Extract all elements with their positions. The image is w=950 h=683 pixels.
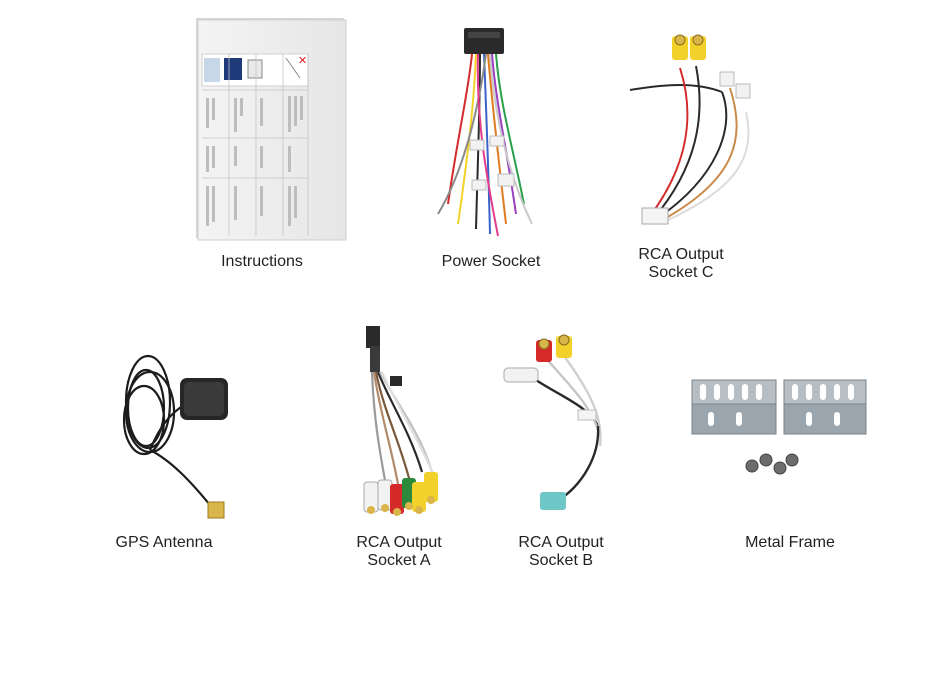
metal-frame-label: Metal Frame [712, 534, 868, 552]
power-socket-label: Power Socket [410, 253, 572, 271]
gps-antenna-label-text: GPS Antenna [115, 534, 213, 551]
power-socket-harness-image [428, 24, 548, 244]
rca-output-socket-a-label: RCA Output Socket A [324, 534, 474, 570]
instructions-booklet-image: ✕ [196, 18, 348, 242]
gps-antenna-image [110, 350, 240, 525]
rca-a-line2: Socket A [367, 552, 431, 569]
svg-text:✕: ✕ [298, 54, 307, 67]
power-socket-label-text: Power Socket [441, 253, 541, 270]
gps-antenna-label: GPS Antenna [86, 534, 242, 552]
rca-output-socket-b-image [500, 326, 622, 518]
rca-b-line2: Socket B [528, 552, 594, 569]
rca-c-line1: RCA Output [638, 246, 724, 263]
instructions-label-text: Instructions [221, 253, 303, 270]
rca-output-socket-c-label: RCA Output Socket C [606, 246, 756, 282]
rca-b-line1: RCA Output [518, 534, 604, 551]
instructions-label: Instructions [182, 253, 342, 271]
metal-frame-image [688, 376, 872, 480]
rca-output-socket-b-label: RCA Output Socket B [486, 534, 636, 570]
rca-output-socket-c-image [626, 28, 760, 228]
metal-frame-label-text: Metal Frame [745, 534, 835, 551]
rca-a-line1: RCA Output [356, 534, 442, 551]
rca-output-socket-a-image [350, 322, 450, 522]
rca-c-line2: Socket C [648, 264, 714, 281]
